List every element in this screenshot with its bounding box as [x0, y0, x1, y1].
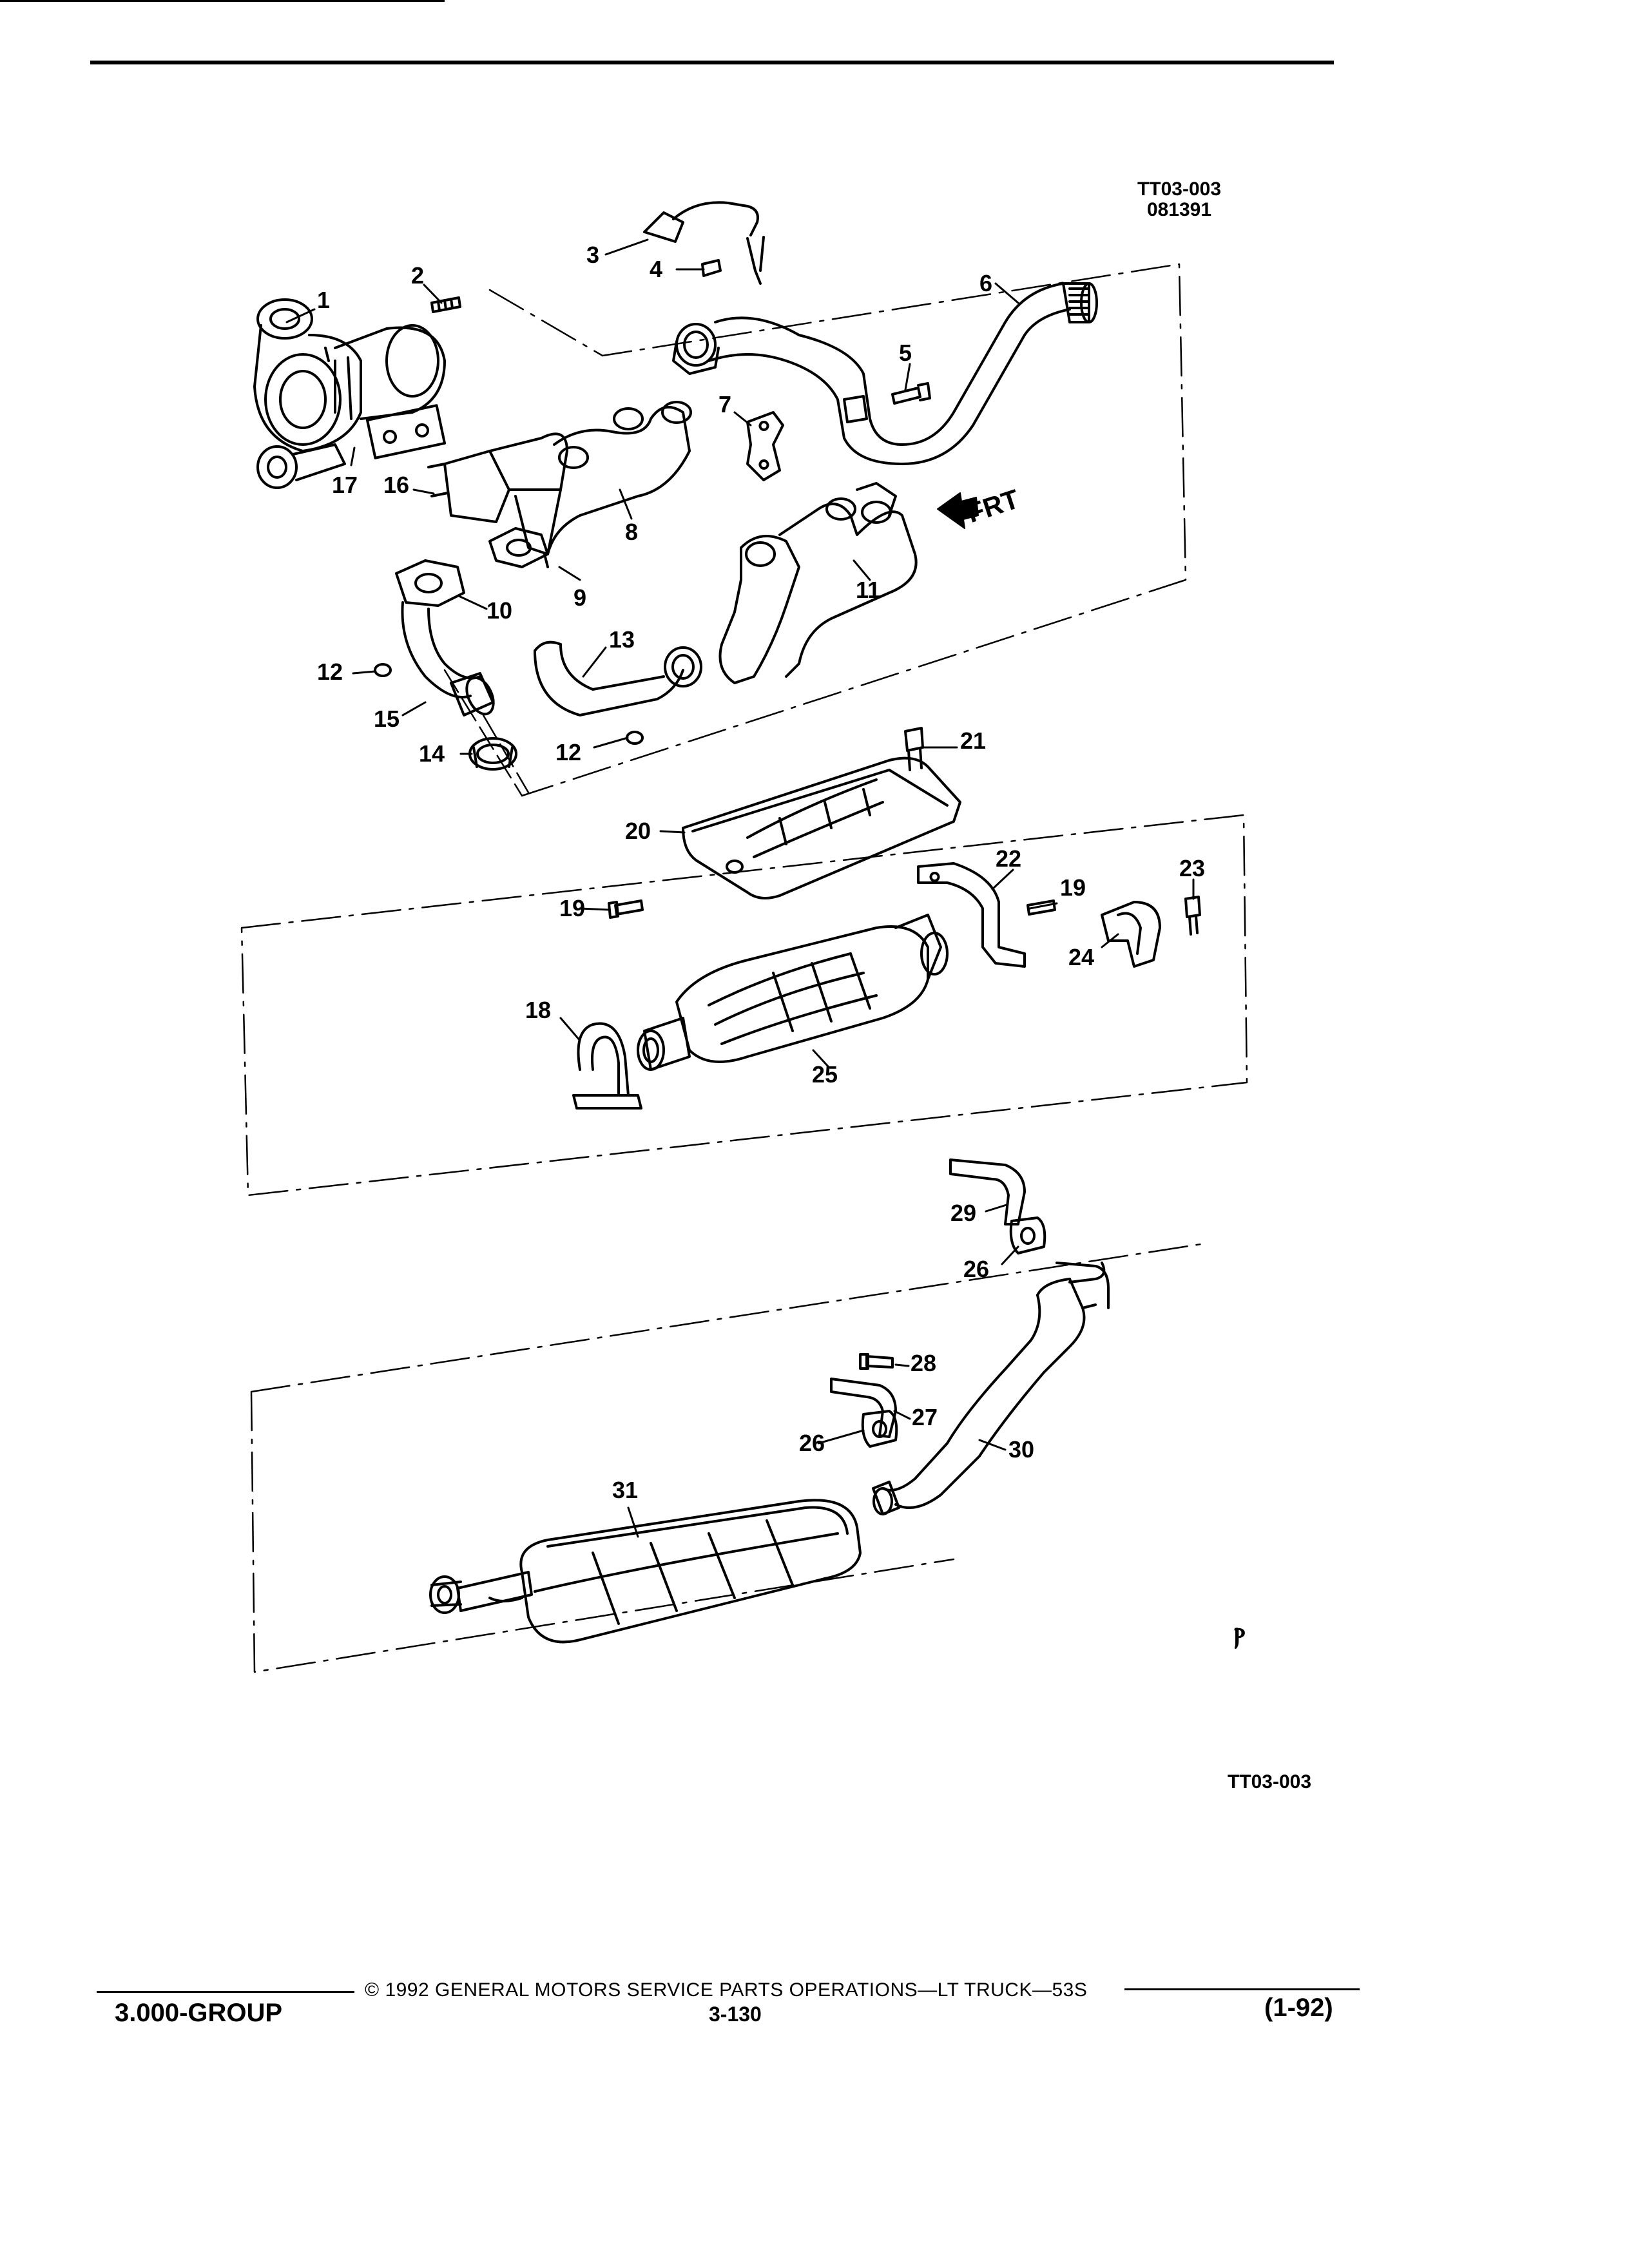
- callout-2: 2: [411, 262, 424, 289]
- callout-18: 18: [525, 997, 551, 1023]
- stud-drawing: [430, 296, 461, 313]
- turbocharger-drawing: [253, 298, 447, 489]
- callout-27: 27: [912, 1404, 938, 1430]
- callout-26-lower: 26: [799, 1430, 825, 1456]
- callout-6: 6: [979, 270, 992, 296]
- callout-12-lower: 12: [555, 739, 581, 765]
- callout-15: 15: [374, 706, 400, 732]
- hanger-bracket-29-drawing: [949, 1158, 1026, 1225]
- callout-26-upper: 26: [963, 1256, 989, 1282]
- section-frame-middle: [240, 814, 1248, 1196]
- oxygen-sensor-drawing: [643, 201, 765, 285]
- callout-19-left: 19: [559, 895, 585, 921]
- front-arrow-icon: [937, 492, 979, 529]
- footer-rule-right: [1124, 1988, 1360, 1990]
- muffler-31-drawing: [429, 1499, 862, 1644]
- clamp-14-drawing: [468, 737, 517, 771]
- front-indicator-label: FRT: [963, 483, 1023, 528]
- bolt-28-drawing: [859, 1353, 894, 1370]
- callout-21: 21: [960, 727, 986, 754]
- insulator-26-upper-drawing: [1009, 1216, 1046, 1254]
- callout-5: 5: [899, 340, 912, 366]
- callout-16: 16: [383, 472, 409, 498]
- callout-14: 14: [419, 740, 445, 767]
- bolt-19-left-drawing: [608, 899, 644, 919]
- callout-19-right: 19: [1060, 874, 1086, 901]
- callout-31: 31: [612, 1477, 638, 1503]
- footer-copyright: © 1992 GENERAL MOTORS SERVICE PARTS OPER…: [365, 1979, 1088, 2001]
- callout-22: 22: [996, 845, 1021, 872]
- gasket-9-drawing: [488, 527, 549, 568]
- footer-page-number: 3-130: [709, 2003, 762, 2026]
- diagram-ref-date: 081391: [1146, 199, 1212, 220]
- callout-17: 17: [332, 472, 358, 498]
- exhaust-pipe-6-drawing: [672, 282, 1098, 465]
- callout-4: 4: [650, 256, 662, 282]
- footer-group: 3.000-GROUP: [115, 1999, 283, 2027]
- callout-7: 7: [718, 391, 731, 418]
- top-edge-rule: [0, 0, 445, 2]
- exhaust-manifold-11-drawing: [718, 482, 918, 684]
- header-rule: [90, 61, 1334, 64]
- section-frame-lower: [250, 1242, 1206, 1673]
- callout-12-upper: 12: [317, 658, 343, 685]
- exhaust-manifold-8-drawing: [427, 401, 692, 555]
- callout-3: 3: [586, 242, 599, 268]
- callout-24: 24: [1068, 944, 1094, 970]
- bolt-5-drawing: [891, 382, 931, 405]
- hanger-24-drawing: [1101, 901, 1161, 968]
- hanger-27-drawing: [830, 1378, 897, 1438]
- bolt-23-drawing: [1184, 896, 1201, 936]
- callout-23: 23: [1179, 855, 1205, 881]
- callout-13: 13: [609, 626, 635, 653]
- callout-11: 11: [856, 577, 880, 603]
- callout-28: 28: [911, 1350, 936, 1376]
- bottom-ref-code: TT03-003: [1227, 1771, 1312, 1792]
- callout-1: 1: [317, 287, 330, 313]
- callout-9: 9: [574, 584, 586, 611]
- callout-20: 20: [625, 818, 651, 844]
- section-frame-upper-left: [443, 669, 530, 797]
- footer-rule-left: [97, 1991, 354, 1993]
- bracket-7-drawing: [746, 411, 784, 481]
- diagram-ref-code: TT03-003: [1137, 178, 1222, 200]
- nut-12-drawing: [374, 663, 644, 745]
- exhaust-pipe-15-drawing: [395, 559, 495, 716]
- catalytic-converter-25-drawing: [637, 914, 949, 1071]
- bracket-22-drawing: [917, 862, 1026, 968]
- callout-8: 8: [625, 519, 638, 545]
- callout-29: 29: [950, 1200, 976, 1226]
- callout-30: 30: [1008, 1436, 1034, 1463]
- leader-lines: [285, 238, 1195, 1538]
- tailpipe-30-drawing: [872, 1262, 1110, 1515]
- bolt-19-right-drawing: [1027, 899, 1056, 916]
- callout-25: 25: [812, 1061, 838, 1088]
- diagram-ref-block: TT03-003 081391: [1121, 179, 1237, 220]
- callout-10: 10: [487, 597, 512, 624]
- continuation-mark: ⲣ: [1234, 1615, 1246, 1648]
- section-frame-upper: [488, 263, 1187, 797]
- crossover-pipe-13-drawing: [534, 640, 702, 716]
- footer-date-code: (1-92): [1264, 1994, 1333, 2022]
- bolt-21-drawing: [904, 727, 924, 771]
- u-clamp-18-drawing: [572, 1022, 642, 1110]
